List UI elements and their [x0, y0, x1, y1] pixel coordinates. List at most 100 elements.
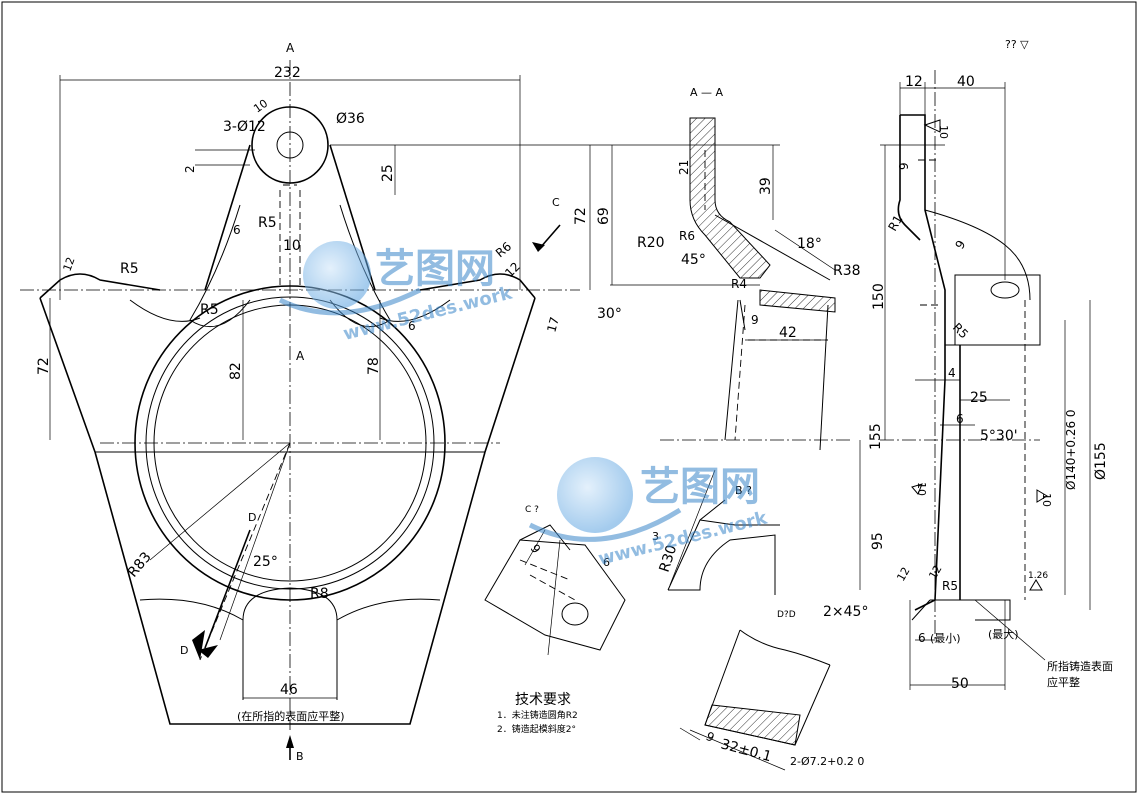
- side-view: [859, 70, 1091, 690]
- dim-left-12: 12: [61, 255, 78, 273]
- view-label-c: C: [552, 196, 560, 209]
- front-view-labels: A 232 3-Ø12 Ø36 10 2 R5 10 25 72 6 R5 12…: [36, 38, 1029, 763]
- view-c-title: C ?: [525, 505, 539, 515]
- dim-aa-r38: R38: [833, 263, 861, 279]
- dim-side-r5b: R5: [942, 579, 958, 593]
- view-b-title: B ?: [735, 484, 752, 497]
- dim-rib-radius: R5: [258, 215, 277, 231]
- dim-aa-45: 45°: [681, 252, 706, 268]
- dim-aa-21: 21: [677, 160, 691, 175]
- tech-requirement-item: 2．铸造起模斜度2°: [497, 723, 576, 735]
- dim-side-r1: R1: [885, 213, 905, 234]
- section-a-a-view: [610, 117, 850, 451]
- dim-h78: 78: [366, 357, 382, 375]
- dim-side-chamfer: 2×45°: [823, 604, 868, 620]
- dim-top-offset: 2: [183, 165, 197, 173]
- view-label-d: D: [248, 511, 256, 524]
- dim-left-r5: R5: [120, 261, 139, 277]
- dim-c-6: 6: [603, 556, 610, 569]
- dim-side-min: (最小): [930, 632, 961, 645]
- flat-surface-note: (在所指的表面应平整): [237, 709, 345, 723]
- dim-height-72-right: 72: [573, 207, 589, 225]
- dim-height-25: 25: [380, 164, 396, 182]
- dim-aa-42: 42: [779, 325, 797, 341]
- dim-left-72: 72: [36, 357, 52, 375]
- dim-b-3: 3: [652, 530, 659, 543]
- dim-side-150: 150: [871, 283, 887, 310]
- dim-left-10: 10: [251, 97, 270, 116]
- dim-side-r5: R5: [950, 320, 971, 341]
- dim-aa-r6: R6: [679, 229, 695, 243]
- dim-aa-r4: R4: [731, 277, 747, 291]
- dim-side-12c: 12: [926, 563, 944, 582]
- dim-side-95: 95: [870, 532, 886, 550]
- watermark-top: 艺图网 www.52des.work: [278, 241, 515, 345]
- dim-side-9b: 9: [952, 238, 968, 252]
- view-dd-title: D?D: [777, 610, 796, 620]
- watermark-globe-icon: [557, 457, 633, 533]
- dim-side-dia155: Ø155: [1093, 442, 1109, 480]
- dim-dd-holes: 2-Ø7.2+0.2 0: [790, 755, 864, 768]
- watermark-globe-icon: [303, 241, 371, 309]
- dim-inner-r5: R5: [200, 302, 219, 318]
- dim-width-46: 46: [280, 682, 298, 698]
- view-d-d: D?D 9 32±0.1 2-Ø7.2+0.2 0: [679, 610, 864, 771]
- dim-side-50: 50: [951, 676, 969, 692]
- dim-rib-6: 6: [408, 319, 416, 333]
- dim-side-10b: 10: [915, 482, 928, 496]
- dim-side-6: 6: [956, 412, 964, 426]
- side-note-line2: 应平整: [1047, 675, 1080, 689]
- dim-r6: R6: [493, 239, 514, 260]
- dim-side-12b: 12: [894, 565, 912, 584]
- dim-aa-39: 39: [758, 177, 774, 195]
- dim-side-40: 40: [957, 74, 975, 90]
- dim-side-10: 10: [937, 125, 950, 139]
- section-aa-title: A — A: [690, 86, 724, 99]
- dim-angle-25: 25°: [253, 554, 278, 570]
- section-a-a-labels: A — A 21 39 69 18° R20 R6 45° R38 R4 9 4…: [596, 86, 861, 341]
- dim-c-9: 9: [528, 542, 544, 556]
- dim-side-25: 25: [970, 390, 988, 406]
- watermark-bottom: 艺图网 www.52des.work: [528, 457, 770, 570]
- dim-side-max: (最大): [988, 627, 1019, 641]
- dim-small-edge: 10: [283, 238, 301, 254]
- dim-side-12: 12: [905, 74, 923, 90]
- dim-boss-dia: Ø36: [336, 111, 365, 127]
- dim-side-4: 4: [948, 366, 956, 380]
- dim-overall-width: 232: [274, 65, 301, 81]
- dim-side-dia140: Ø140+0.26 0: [1064, 409, 1078, 490]
- dim-r8: R8: [310, 586, 329, 602]
- dim-h82: 82: [228, 362, 244, 380]
- dim-dd-9: 9: [704, 729, 717, 745]
- side-note-line1: 所指铸造表面: [1047, 659, 1113, 673]
- dim-side-155: 155: [868, 423, 884, 450]
- tech-requirements: 技术要求 1．未注铸造圆角R2 2．铸造起模斜度2°: [497, 692, 578, 735]
- dim-holes: 3-Ø12: [223, 119, 266, 135]
- dim-dd-32: 32±0.1: [719, 736, 773, 765]
- dim-side-10c: 10: [1040, 493, 1053, 507]
- view-label-b: B: [296, 750, 304, 763]
- side-view-labels: 12 40 10 9 R1 9 150 R5 4 25 6 155 5°30' …: [823, 74, 1113, 692]
- watermark-brand: 艺图网: [640, 464, 760, 510]
- watermark-brand: 艺图网: [375, 246, 495, 292]
- section-label-a: A: [286, 41, 295, 55]
- dim-side-9a: 9: [897, 162, 911, 170]
- dim-aa-r20: R20: [637, 235, 665, 251]
- surface-finish-mark: ?? ▽: [1005, 38, 1029, 51]
- dim-aa-18: 18°: [797, 236, 822, 252]
- dim-side-6b: 6: [918, 631, 926, 645]
- dim-rib-6-left: 6: [233, 223, 241, 237]
- section-label-a-center: A: [296, 349, 305, 363]
- dim-aa-69: 69: [596, 207, 612, 225]
- tech-requirements-title: 技术要求: [515, 692, 571, 708]
- front-view: [20, 60, 610, 760]
- dim-side-taper: 5°30': [980, 428, 1018, 444]
- dim-aa-9: 9: [751, 313, 759, 327]
- dim-angle-30: 30°: [597, 306, 622, 322]
- dim-side-rough: 1.26: [1028, 571, 1048, 581]
- tech-requirement-item: 1．未注铸造圆角R2: [497, 709, 578, 721]
- view-label-d-bottom: D: [180, 644, 188, 657]
- dim-right-17: 17: [544, 315, 561, 333]
